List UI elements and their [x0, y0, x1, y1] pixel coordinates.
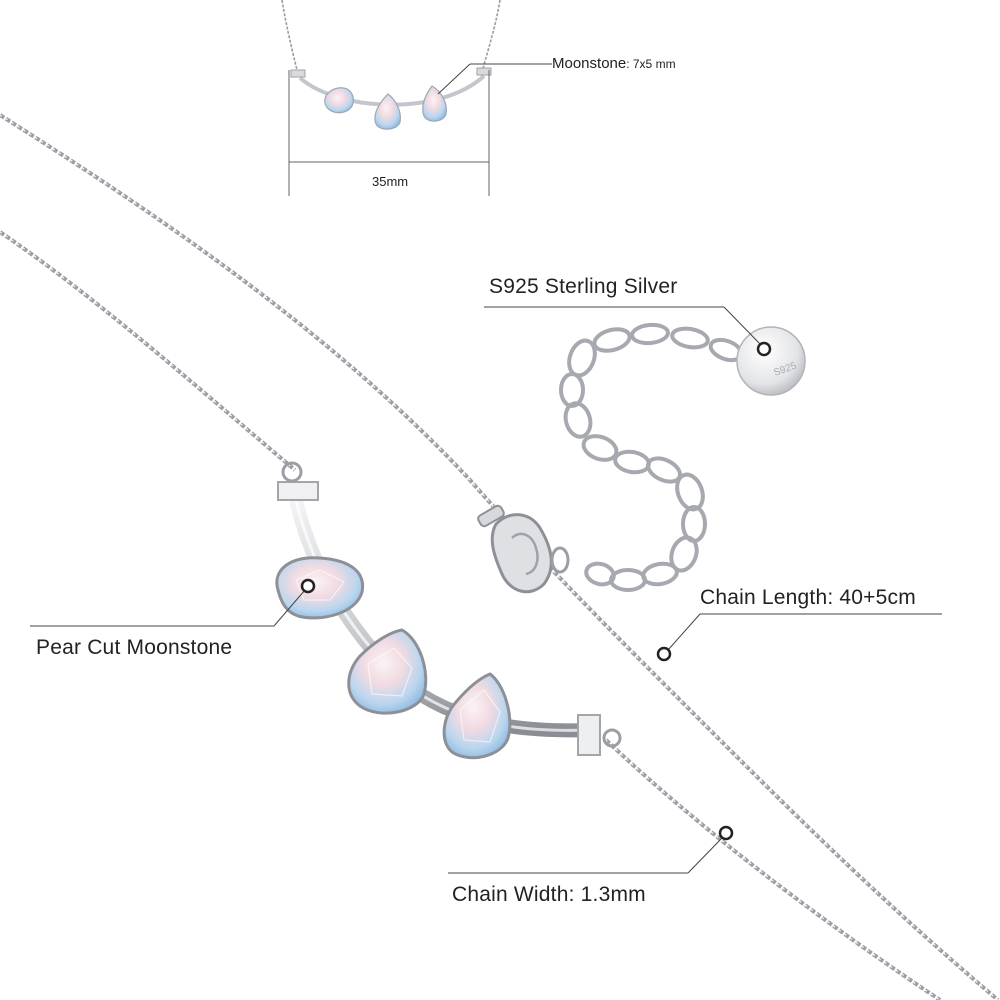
callout-chain-length-leader	[656, 613, 942, 662]
extender-chain	[559, 322, 744, 592]
moonstone-1	[275, 556, 365, 620]
moonstone-3	[442, 672, 512, 760]
chain-length-label: Chain Length: 40+5cm	[700, 586, 916, 609]
chain-width-label: Chain Width: 1.3mm	[452, 883, 646, 906]
bar-endcap-left	[277, 461, 319, 501]
inset-bar-endcap-left	[290, 69, 306, 78]
callout-stone-cut-leader	[30, 578, 316, 627]
moonstone-2	[347, 628, 428, 715]
inset-necklace	[281, 0, 552, 196]
inset-stone-3	[422, 85, 447, 122]
inset-chain-left	[281, 0, 299, 75]
pendant-width-label: 35mm	[372, 174, 408, 189]
chain-length-marker	[656, 646, 672, 662]
callout-chain-width-leader	[448, 825, 734, 874]
pendant-bar	[289, 498, 591, 738]
chain-front-left	[0, 230, 297, 472]
chain-front-left-highlight	[0, 231, 296, 471]
main-necklace: S925	[0, 113, 1000, 1000]
material-label: S925 Sterling Silver	[489, 275, 678, 298]
bar-endcap-right	[577, 714, 622, 756]
moonstone-size-label: Moonstone: 7x5 mm	[552, 55, 676, 73]
lobster-clasp	[477, 504, 570, 594]
chain-front-right	[604, 738, 942, 1000]
inset-bar-endcap-right	[476, 67, 492, 76]
stone-cut-label: Pear Cut Moonstone	[36, 636, 233, 659]
silver-tag: S925	[736, 326, 806, 396]
inset-chain-right	[481, 0, 501, 73]
moonstone-size-value: : 7x5 mm	[626, 57, 676, 71]
material-marker	[756, 341, 772, 357]
chain-width-marker	[718, 825, 734, 841]
inset-stone-2	[374, 93, 401, 130]
chain-front-right-highlight	[605, 739, 941, 1000]
inset-moonstone-leader	[437, 63, 471, 95]
inset-stone-1	[324, 87, 354, 114]
moonstone-size-title: Moonstone	[552, 55, 627, 72]
pendant-width-value: 35mm	[372, 174, 409, 189]
chain-back-highlight	[0, 114, 999, 1000]
callout-material-leader	[484, 306, 772, 357]
stone-cut-marker	[300, 578, 316, 594]
